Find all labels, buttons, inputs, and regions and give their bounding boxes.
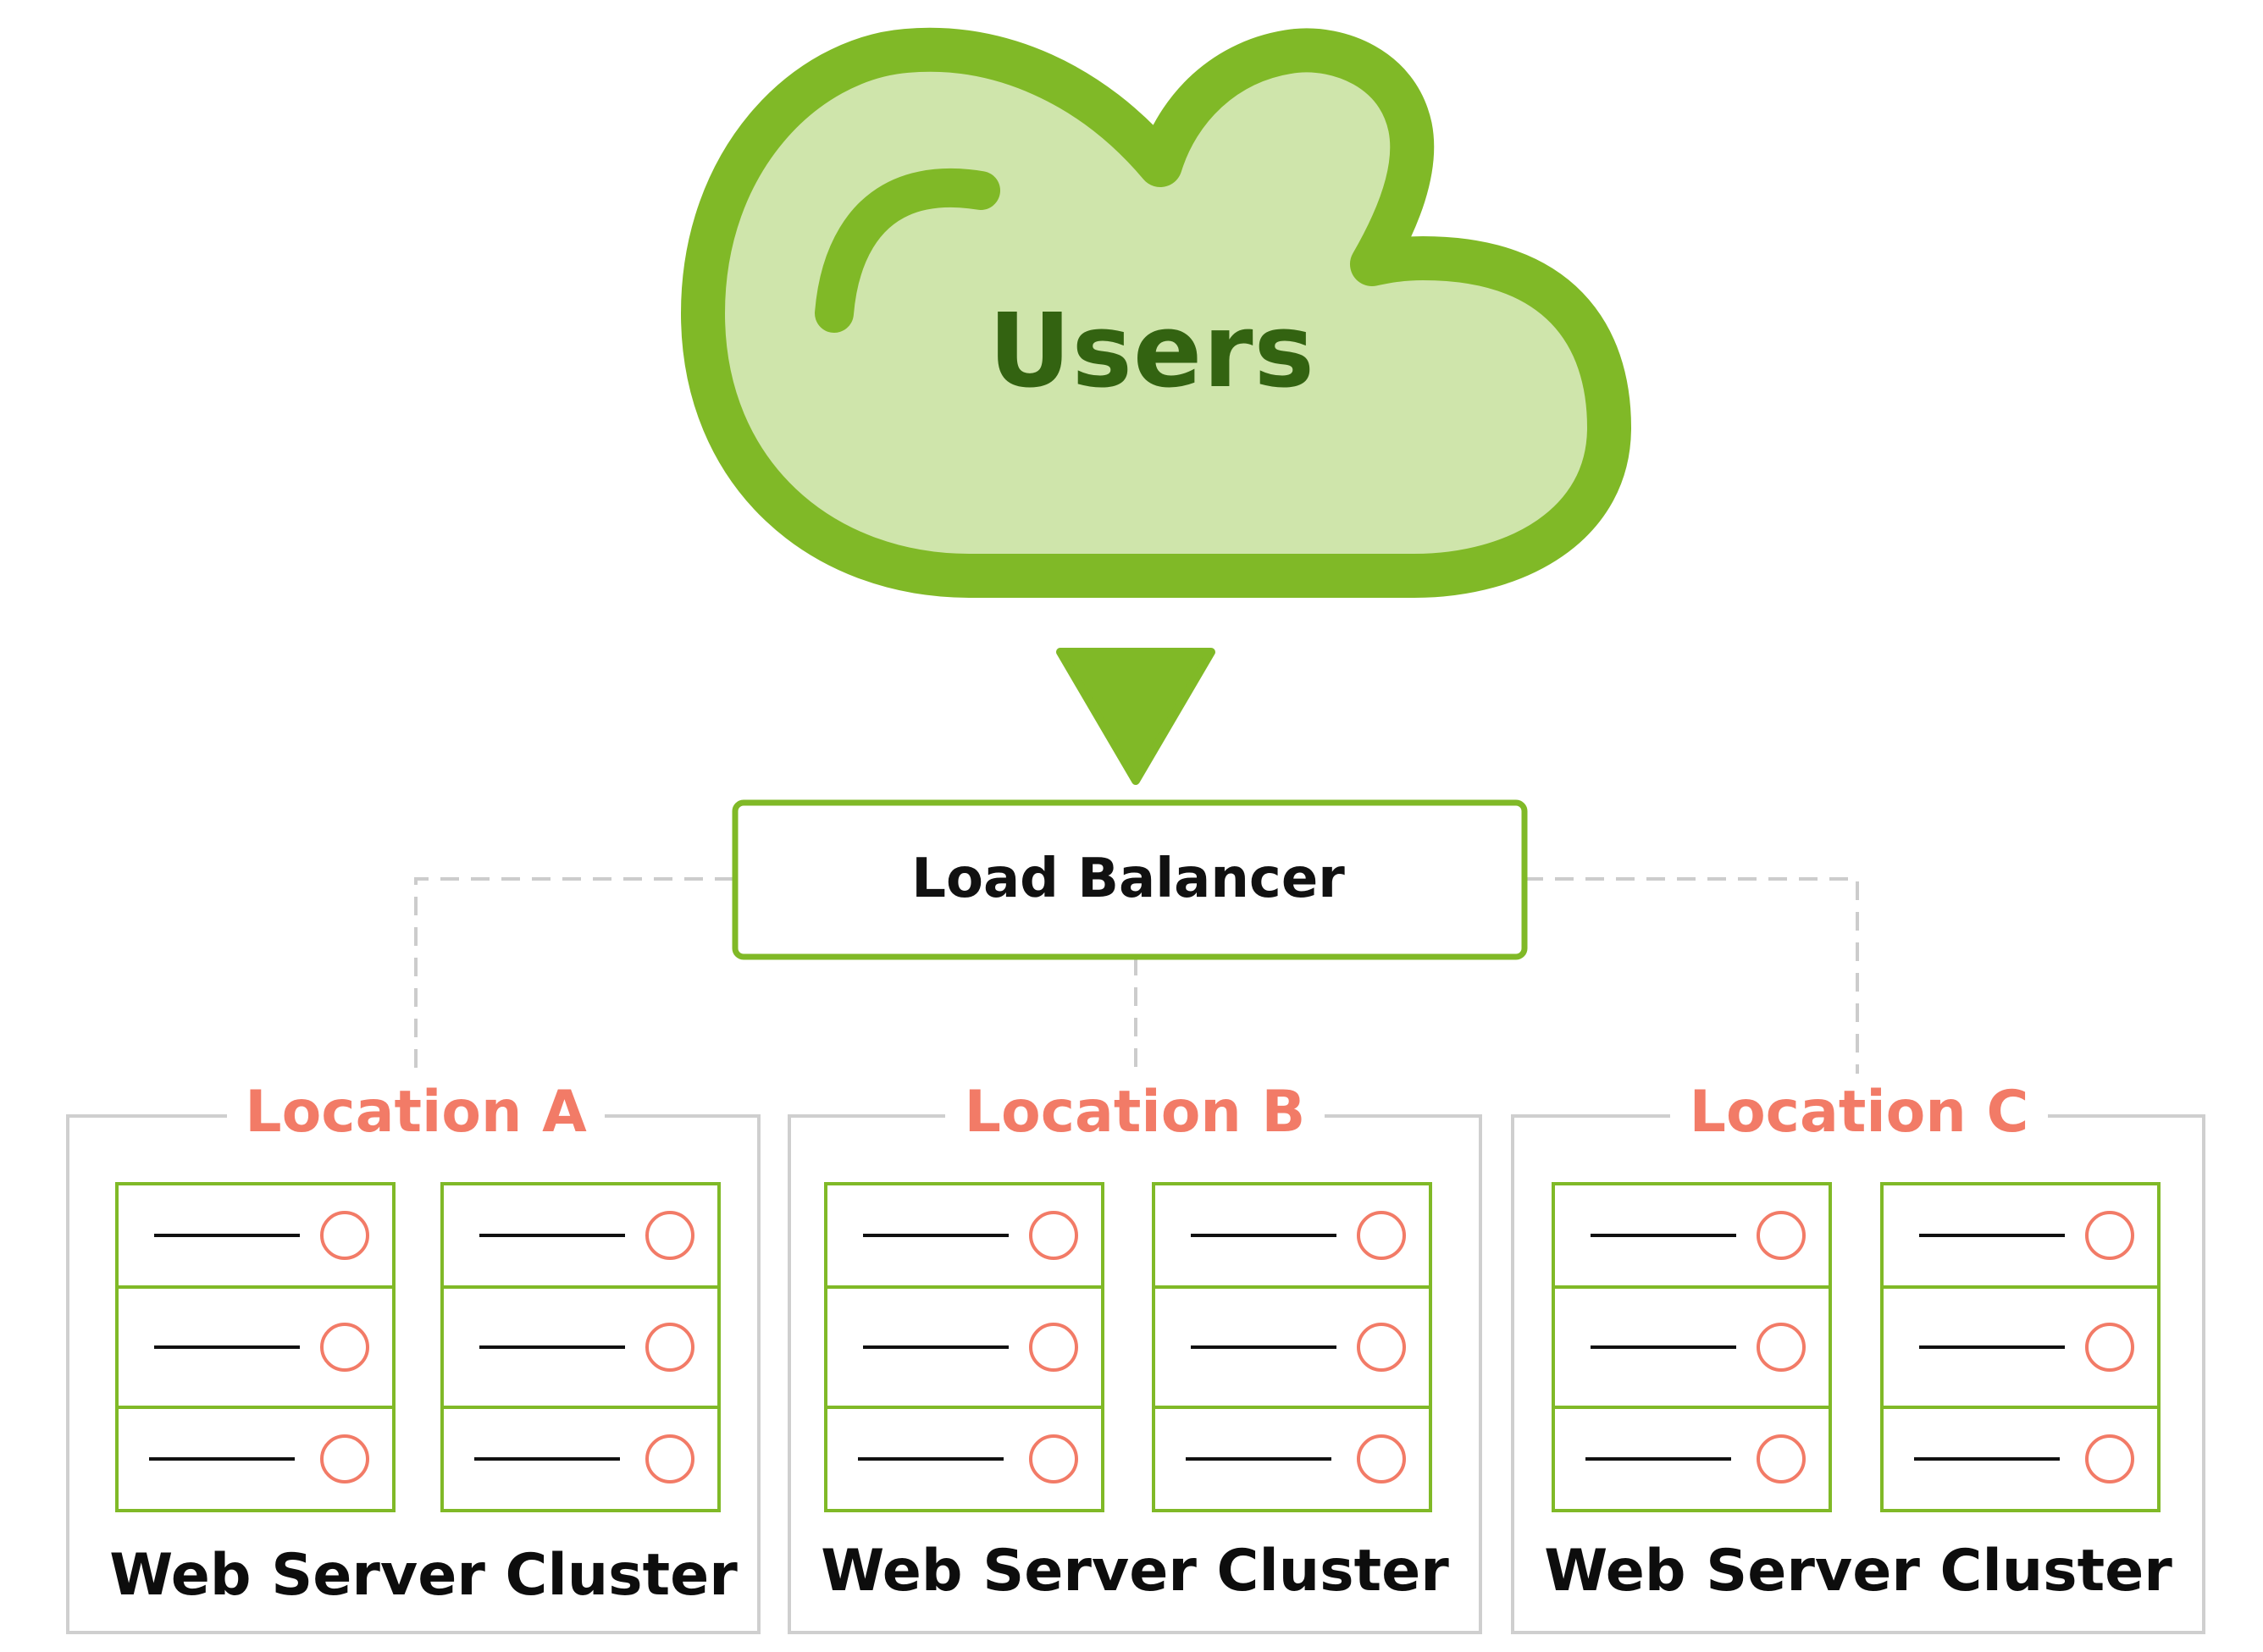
server-unit <box>115 1406 396 1512</box>
connector-location-c <box>1524 877 1859 1075</box>
location-b-title: Location B <box>945 1074 1325 1150</box>
load-balancer-box <box>732 799 1528 960</box>
server-unit <box>440 1285 721 1409</box>
server-unit <box>824 1182 1104 1289</box>
connector-location-a <box>414 877 733 1075</box>
status-light-icon <box>645 1323 694 1372</box>
server-rack-c1-icon <box>1552 1182 1832 1512</box>
status-light-icon <box>1029 1434 1078 1483</box>
status-light-icon <box>2085 1211 2134 1260</box>
status-light-icon <box>1757 1211 1806 1260</box>
status-light-icon <box>2085 1323 2134 1372</box>
users-label: Users <box>988 292 1315 411</box>
connector-lines <box>414 877 1859 1075</box>
server-unit <box>1880 1406 2161 1512</box>
server-unit <box>1552 1406 1832 1512</box>
server-rack-a2-icon <box>440 1182 721 1512</box>
server-unit <box>1152 1285 1432 1409</box>
server-unit <box>824 1406 1104 1512</box>
server-rack-b2-icon <box>1152 1182 1432 1512</box>
arrow-down-icon <box>1056 648 1215 785</box>
server-unit <box>440 1182 721 1289</box>
location-b-cluster-label: Web Server Cluster <box>821 1537 1449 1605</box>
cloud-highlight-icon <box>815 168 1000 333</box>
status-light-icon <box>1029 1323 1078 1372</box>
status-light-icon <box>320 1211 369 1260</box>
status-light-icon <box>1757 1434 1806 1483</box>
server-unit <box>115 1285 396 1409</box>
server-racks <box>115 1182 2161 1512</box>
status-light-icon <box>1357 1211 1406 1260</box>
server-unit <box>1552 1182 1832 1289</box>
location-c-cluster-label: Web Server Cluster <box>1544 1537 2172 1605</box>
status-light-icon <box>320 1434 369 1483</box>
status-light-icon <box>1757 1323 1806 1372</box>
status-light-icon <box>1357 1434 1406 1483</box>
server-unit <box>1152 1406 1432 1512</box>
status-light-icon <box>320 1323 369 1372</box>
server-unit <box>1152 1182 1432 1289</box>
users-cloud <box>681 27 1631 598</box>
status-light-icon <box>645 1434 694 1483</box>
server-unit <box>824 1285 1104 1409</box>
server-rack-a1-icon <box>115 1182 396 1512</box>
server-unit <box>1880 1182 2161 1289</box>
status-light-icon <box>1029 1211 1078 1260</box>
server-unit <box>440 1406 721 1512</box>
server-unit <box>1552 1285 1832 1409</box>
load-balancer-label: Load Balancer <box>911 848 1345 910</box>
server-unit <box>115 1182 396 1289</box>
status-light-icon <box>1357 1323 1406 1372</box>
location-c-title: Location C <box>1670 1074 2048 1150</box>
server-rack-b1-icon <box>824 1182 1104 1512</box>
status-light-icon <box>645 1211 694 1260</box>
location-a-cluster-label: Web Server Cluster <box>109 1541 738 1609</box>
status-light-icon <box>2085 1434 2134 1483</box>
server-rack-c2-icon <box>1880 1182 2161 1512</box>
location-a-title: Location A <box>227 1074 605 1150</box>
server-unit <box>1880 1285 2161 1409</box>
